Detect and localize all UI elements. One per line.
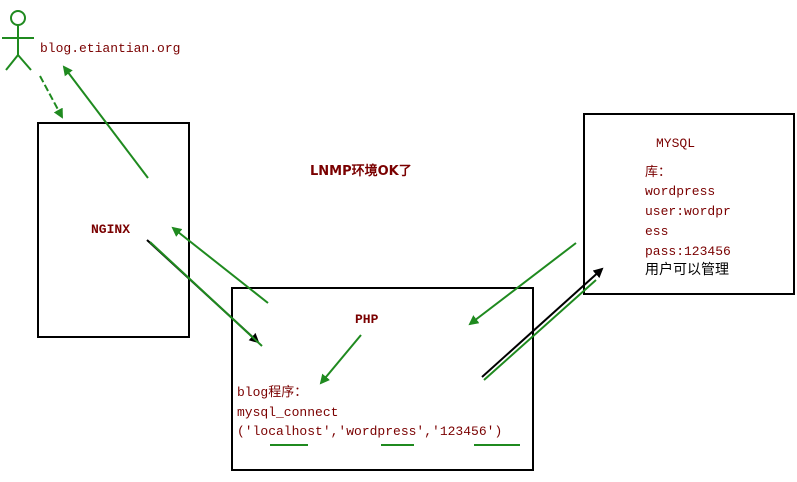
arrow-php-to-mysql-black xyxy=(481,267,604,378)
arrow-user-to-nginx xyxy=(39,75,63,119)
php-box xyxy=(231,287,534,471)
php-label: PHP xyxy=(355,312,379,327)
arrow-mysql-to-php xyxy=(468,242,577,326)
nginx-box xyxy=(37,122,190,338)
mysql-line-6: 用户可以管理 xyxy=(645,262,729,278)
arrow-php-label-to-blog xyxy=(319,334,362,385)
mysql-line-5: pass:123456 xyxy=(645,244,731,259)
mysql-box xyxy=(583,113,795,295)
user-url-label: blog.etiantian.org xyxy=(40,41,181,56)
mysql-line-4: ess xyxy=(645,224,669,239)
arrow-php-to-nginx xyxy=(171,226,269,304)
arrow-nginx-to-user xyxy=(62,65,149,179)
user-stick-figure-icon xyxy=(2,10,34,71)
php-line-1: blog程序： xyxy=(237,385,308,400)
status-label: LNMP环境OK了 xyxy=(310,164,412,179)
php-line-3: ('localhost','wordpress','123456') xyxy=(237,424,503,439)
php-line-2: mysql_connect xyxy=(237,405,339,420)
mysql-line-2: wordpress xyxy=(645,184,716,199)
mysql-label: MYSQL xyxy=(656,136,696,151)
arrow-php-to-mysql-green xyxy=(483,279,597,381)
mysql-line-1: 库： xyxy=(645,165,672,180)
arrow-nginx-to-php-green xyxy=(149,241,263,347)
nginx-label: NGINX xyxy=(91,222,131,237)
mysql-line-3: user:wordpr xyxy=(645,204,731,219)
